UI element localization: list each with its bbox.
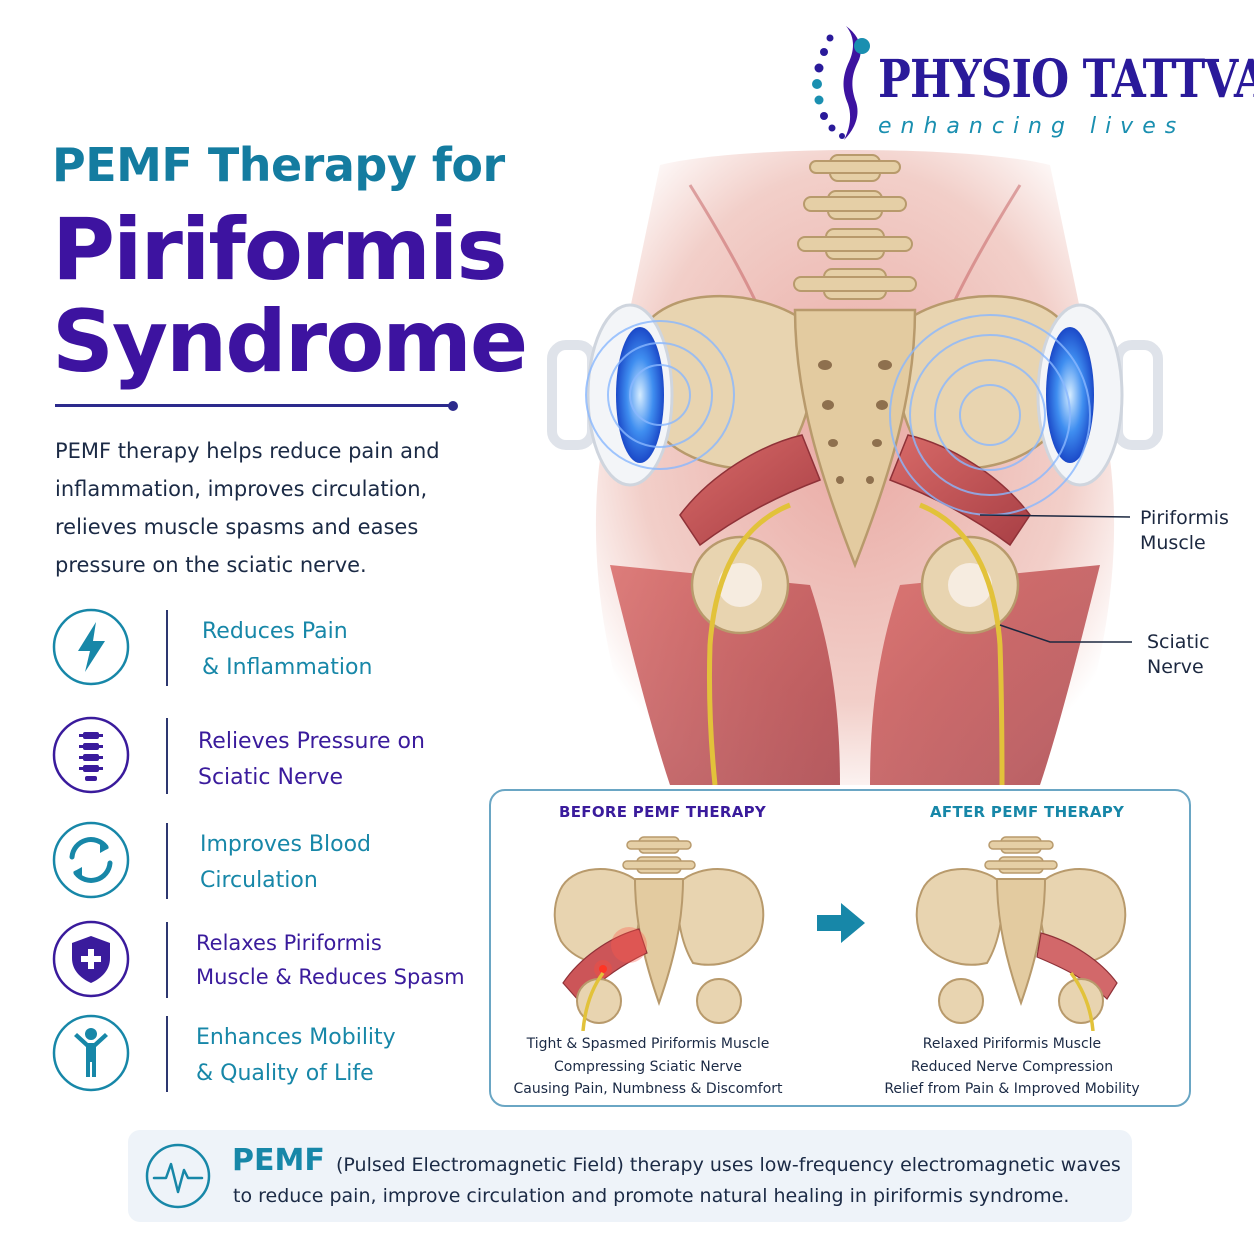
title-line-2: Syndrome	[52, 292, 528, 392]
page-title: Piriformis Syndrome	[52, 200, 528, 392]
title-prefix: PEMF Therapy for	[52, 138, 505, 192]
after-pelvis-illustration	[915, 836, 1127, 1031]
right-sciatic-nerve	[919, 502, 1005, 785]
left-sciatic-nerve	[706, 502, 791, 785]
title-line-1: Piriformis	[52, 200, 508, 300]
before-title: BEFORE PEMF THERAPY	[559, 803, 767, 821]
left-thigh	[610, 565, 840, 785]
sacrum	[793, 308, 917, 569]
left-piriformis-muscle	[679, 434, 821, 547]
shield-plus-icon	[52, 920, 130, 998]
arrow-right-icon	[817, 903, 865, 943]
lumbar-spine	[793, 154, 917, 300]
benefit-divider	[166, 823, 168, 899]
intro-text: PEMF therapy helps reduce pain and infla…	[55, 439, 440, 577]
person-icon	[52, 1014, 130, 1092]
footer-pemf-heading: PEMF	[232, 1143, 325, 1178]
circulation-icon	[52, 821, 130, 899]
benefit-divider	[166, 718, 168, 794]
logo-tagline: enhancing lives	[878, 114, 1186, 139]
pelvis-anatomy-illustration	[547, 150, 1163, 785]
benefit-divider	[166, 922, 168, 998]
before-pelvis-illustration	[553, 836, 765, 1031]
brand-logo: PHYSIO TATTVA enhancing lives	[808, 24, 1254, 144]
right-thigh	[870, 565, 1100, 785]
benefit-label: Enhances Mobility& Quality of Life	[196, 1025, 396, 1086]
lightning-icon	[52, 608, 130, 686]
pulse-wave-icon	[145, 1143, 211, 1209]
benefit-label: Reduces Pain& Inflammation	[202, 619, 373, 680]
benefit-item: Enhances Mobility& Quality of Life	[52, 1014, 472, 1094]
title-underline	[55, 404, 453, 407]
benefit-divider	[166, 610, 168, 686]
benefit-divider	[166, 1016, 168, 1092]
spine-icon	[52, 716, 130, 794]
after-title: AFTER PEMF THERAPY	[930, 803, 1125, 821]
pemf-info-bar: PEMF (Pulsed Electromagnetic Field) ther…	[128, 1130, 1132, 1222]
footer-text-line-2: to reduce pain, improve circulation and …	[233, 1185, 1070, 1207]
logo-name: PHYSIO TATTVA	[878, 49, 1254, 110]
benefit-item: Reduces Pain& Inflammation	[52, 608, 472, 688]
before-after-panel: BEFORE PEMF THERAPY AFTER PEMF THERAPY	[489, 789, 1191, 1107]
title-underline-dot	[448, 401, 458, 411]
left-pemf-device	[547, 303, 735, 487]
spine-logo-icon	[812, 26, 870, 140]
right-pemf-device	[889, 303, 1163, 516]
footer-text-line-1: (Pulsed Electromagnetic Field) therapy u…	[336, 1154, 1121, 1176]
